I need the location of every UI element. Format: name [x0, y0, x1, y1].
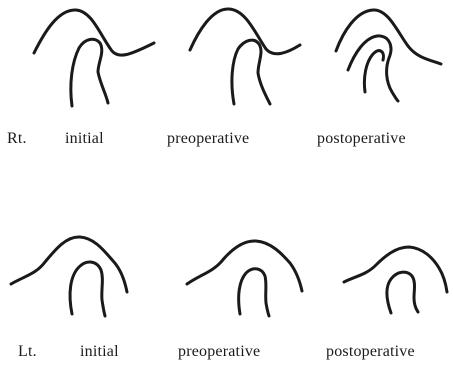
fossa-outline: [11, 237, 127, 292]
condyle-inner-outline: [364, 51, 383, 92]
sketch-rt-postoperative: [336, 10, 441, 101]
sketch-lt-postoperative: [344, 247, 447, 313]
fossa-outline: [34, 10, 154, 55]
fossa-outline: [187, 241, 302, 291]
stage-label-rt-preoperative: preoperative: [167, 131, 249, 147]
stage-label-rt-initial: initial: [65, 131, 104, 147]
row-side-label-lt: Lt.: [18, 344, 37, 360]
sketch-rt-preoperative: [190, 9, 300, 104]
stage-label-lt-initial: initial: [80, 344, 119, 360]
sketch-lt-initial: [11, 237, 127, 316]
stage-label-rt-postoperative: postoperative: [317, 131, 406, 147]
condyle-outline: [348, 36, 398, 101]
sketch-rt-initial: [34, 10, 154, 106]
stage-label-lt-preoperative: preoperative: [178, 344, 260, 360]
condyle-outline: [71, 39, 108, 106]
fossa-outline: [190, 9, 300, 54]
stage-label-lt-postoperative: postoperative: [326, 344, 415, 360]
sketch-lt-preoperative: [187, 241, 302, 316]
condyle-outline: [387, 272, 418, 313]
condyle-outline: [232, 40, 270, 104]
row-side-label-rt: Rt.: [7, 131, 27, 147]
condyle-outline: [70, 262, 105, 316]
condyle-outline: [239, 269, 269, 316]
fossa-outline: [344, 247, 447, 292]
